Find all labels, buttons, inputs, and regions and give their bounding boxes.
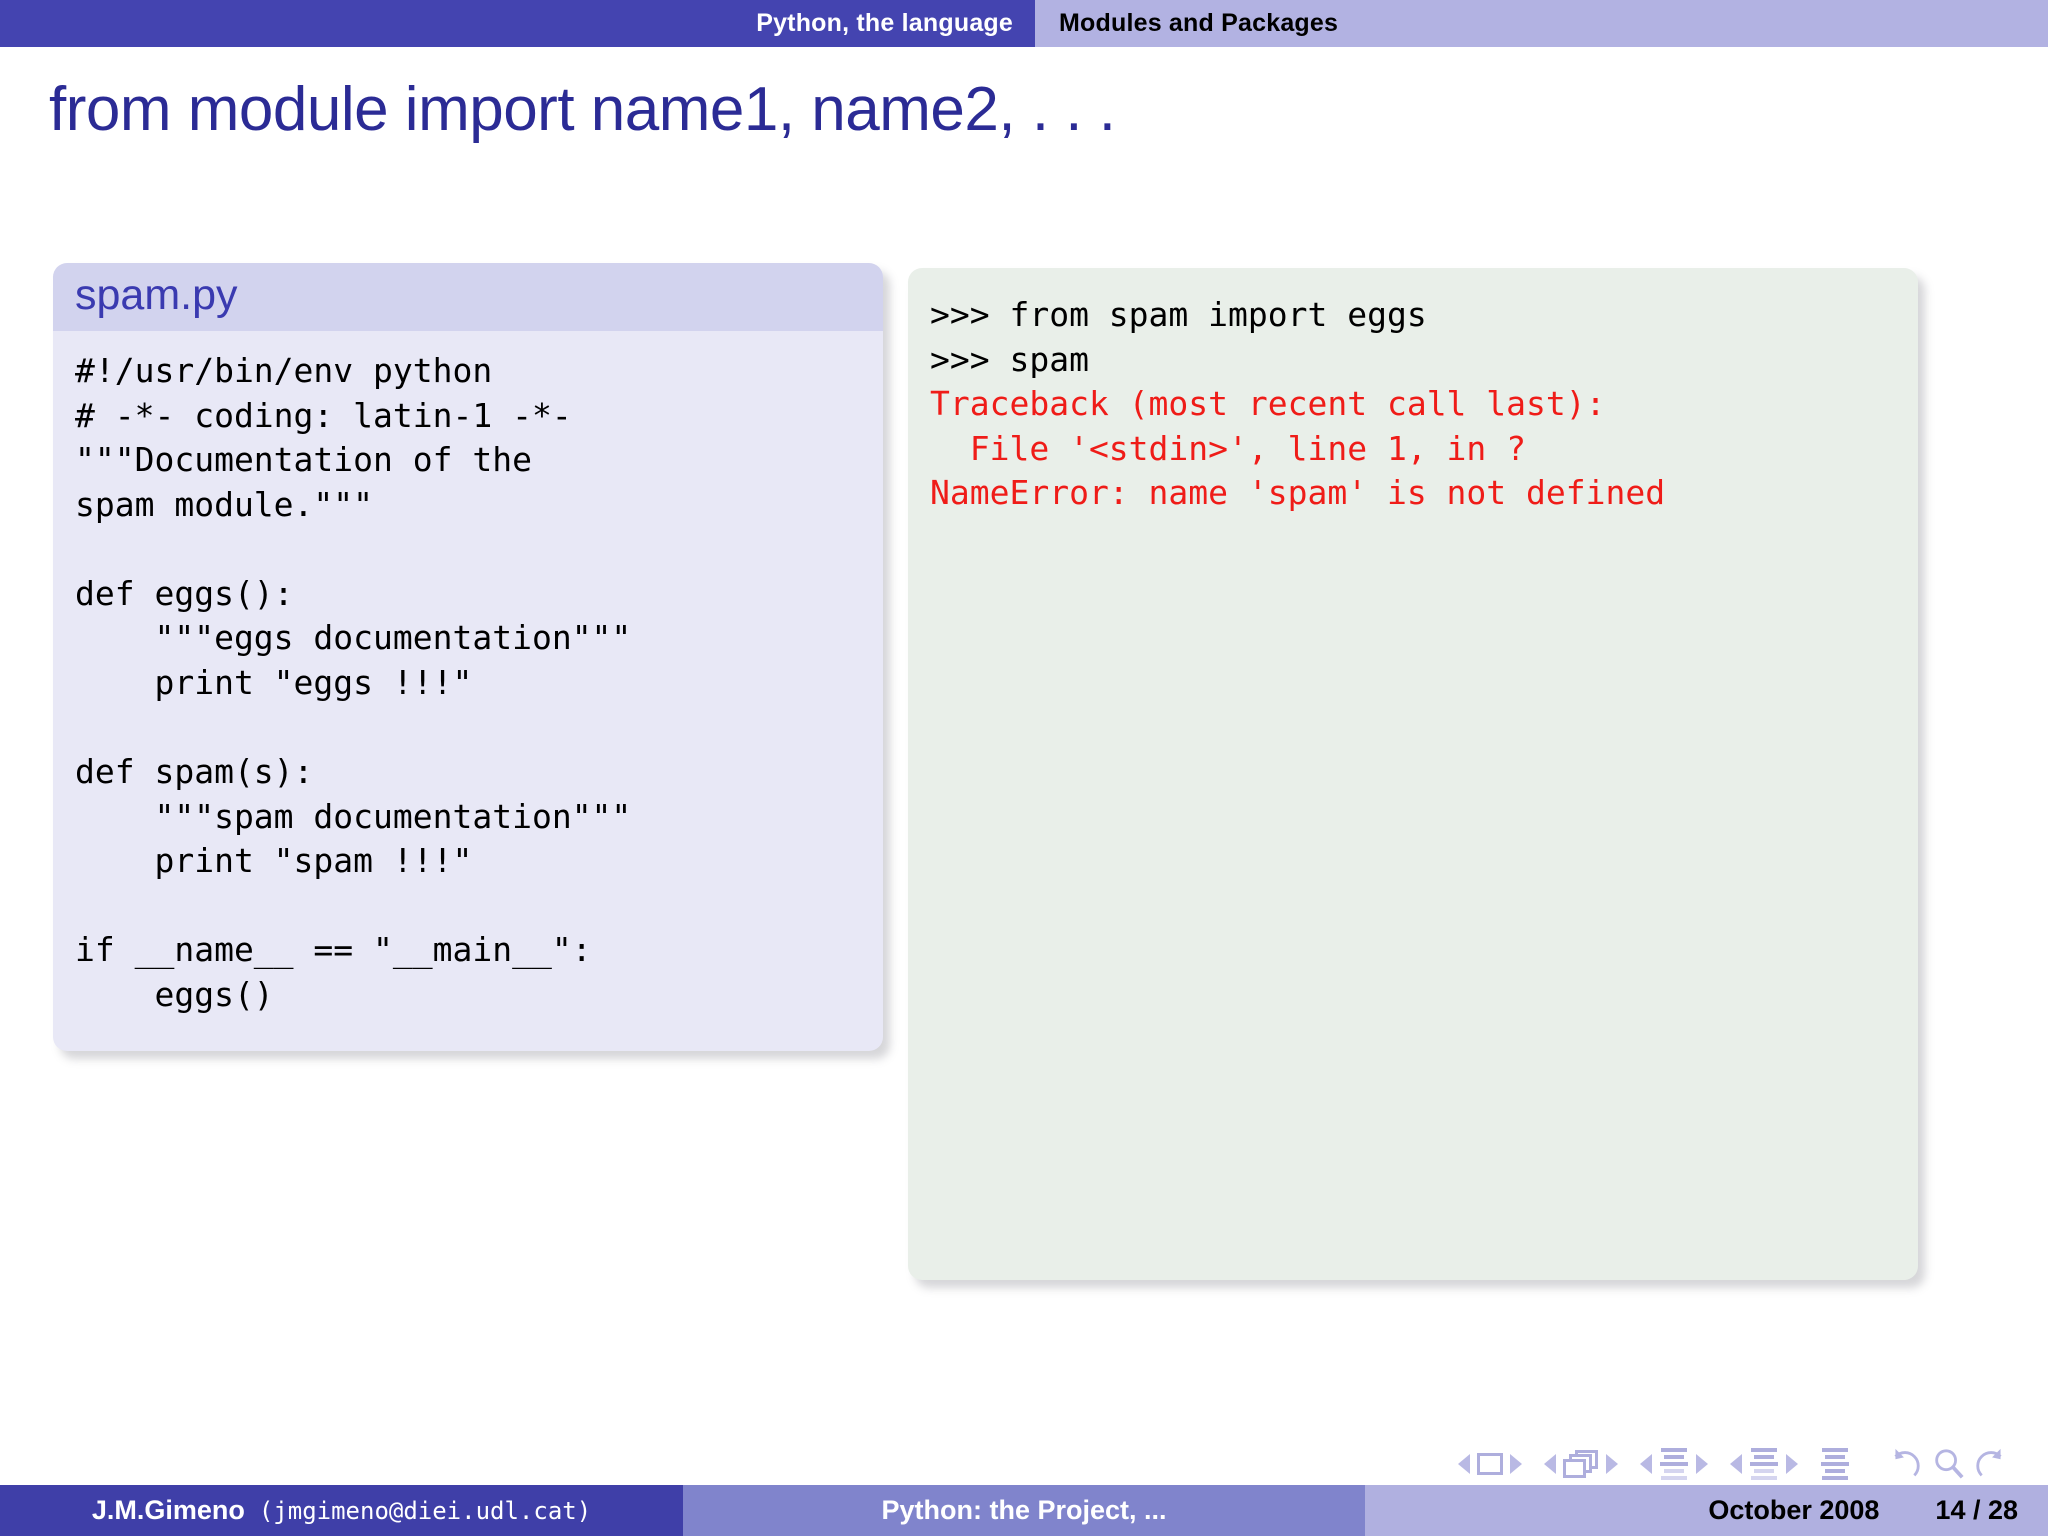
footer-author-email: (jmgimeno@diei.udl.cat) (258, 1496, 592, 1525)
footer-presentation-title: Python: the Project, ... (881, 1495, 1167, 1525)
header-section-tab[interactable]: Python, the language (0, 0, 1035, 47)
terminal-output-block: >>> from spam import eggs >>> spam Trace… (908, 268, 1918, 1280)
presentation-navigation-group (1820, 1448, 1850, 1480)
forward-icon[interactable] (1974, 1447, 2012, 1481)
history-navigation-group (1884, 1447, 2012, 1481)
prev-slide-arrow-icon[interactable] (1458, 1454, 1470, 1474)
slide-navigation-group (1458, 1453, 1522, 1475)
footer-bar: J.M.Gimeno (jmgimeno@diei.udl.cat) Pytho… (0, 1485, 2048, 1536)
terminal-output-text: >>> from spam import eggs >>> spam Trace… (930, 293, 1896, 516)
next-subsection-arrow-icon[interactable] (1696, 1454, 1708, 1474)
terminal-line: >>> spam (930, 339, 1089, 379)
presentation-icon[interactable] (1820, 1448, 1850, 1480)
header-navigation-bar: Python, the language Modules and Package… (0, 0, 2048, 47)
source-code-block: spam.py #!/usr/bin/env python # -*- codi… (53, 263, 883, 1052)
footer-author-segment: J.M.Gimeno (jmgimeno@diei.udl.cat) (0, 1485, 683, 1536)
footer-title-segment: Python: the Project, ... (683, 1485, 1365, 1536)
header-subsection-tab[interactable]: Modules and Packages (1035, 0, 2048, 47)
page-title: from module import name1, name2, . . . (49, 75, 1116, 144)
subsection-navigation-group (1640, 1448, 1708, 1480)
next-section-arrow-icon[interactable] (1786, 1454, 1798, 1474)
terminal-line: NameError: name 'spam' is not defined (930, 473, 1666, 513)
source-file-name: spam.py (75, 271, 238, 319)
footer-page-number: 14 / 28 (1935, 1495, 2018, 1525)
footer-meta-segment: October 2008 14 / 28 (1365, 1485, 2048, 1536)
section-icon[interactable] (1749, 1448, 1779, 1480)
frame-navigation-group (1544, 1450, 1618, 1478)
source-code-text: #!/usr/bin/env python # -*- coding: lati… (75, 351, 632, 1014)
source-code-block-header: spam.py (53, 263, 883, 332)
terminal-line: >>> from spam import eggs (930, 295, 1427, 334)
source-code-block-body: #!/usr/bin/env python # -*- coding: lati… (53, 331, 883, 1051)
subsection-icon[interactable] (1659, 1448, 1689, 1480)
next-slide-arrow-icon[interactable] (1510, 1454, 1522, 1474)
prev-section-arrow-icon[interactable] (1730, 1454, 1742, 1474)
terminal-line: File '<stdin>', line 1, in ? (930, 428, 1527, 468)
header-subsection-label: Modules and Packages (1059, 9, 1339, 37)
next-frame-arrow-icon[interactable] (1606, 1454, 1618, 1474)
search-icon[interactable] (1929, 1447, 1967, 1481)
terminal-line: Traceback (most recent call last): (930, 384, 1606, 424)
prev-subsection-arrow-icon[interactable] (1640, 1454, 1652, 1474)
frames-icon[interactable] (1563, 1450, 1599, 1478)
header-section-label: Python, the language (756, 9, 1013, 37)
slide-icon[interactable] (1477, 1453, 1503, 1475)
section-navigation-group (1730, 1448, 1798, 1480)
footer-date: October 2008 (1708, 1495, 1880, 1525)
footer-author-name: J.M.Gimeno (91, 1495, 245, 1525)
back-icon[interactable] (1884, 1447, 1922, 1481)
beamer-navigation-symbols (1458, 1443, 2034, 1485)
prev-frame-arrow-icon[interactable] (1544, 1454, 1556, 1474)
